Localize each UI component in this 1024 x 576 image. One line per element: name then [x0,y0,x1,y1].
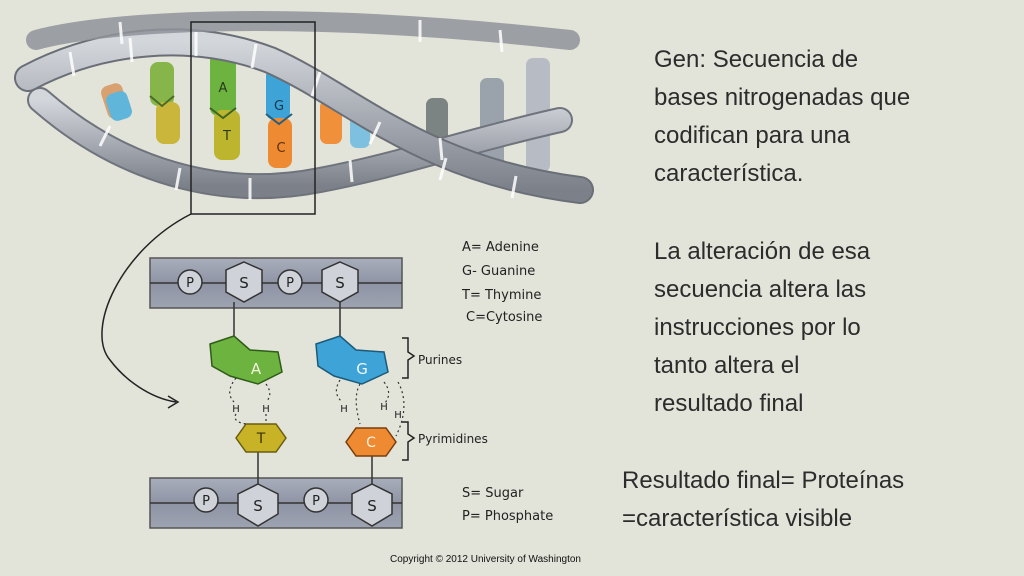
alteration-line: instrucciones por lo [654,314,861,341]
sugar-node-top-1: S [225,261,263,303]
svg-text:A: A [251,360,262,378]
base-bonds [233,302,373,484]
copyright-note: Copyright © 2012 University of Washingto… [390,554,581,565]
alteration-line: resultado final [654,390,804,417]
base-legend: A= Adenine G- Guanine T= Thymine C=Cytos… [461,240,542,325]
svg-text:H: H [380,402,388,413]
svg-text:S: S [335,274,345,292]
svg-text:P: P [186,276,194,291]
gene-definition-line: codifican para una [654,122,851,149]
alteration-line: tanto altera el [654,352,800,379]
zoom-arrow [101,213,192,409]
legend-sugar: S= Sugar [462,486,524,501]
helix-selection-box [190,21,316,215]
result-line: =característica visible [622,505,853,532]
legend-cytosine: C=Cytosine [466,310,542,325]
purines-bracket [402,337,416,379]
svg-text:S: S [239,274,249,292]
svg-text:G: G [356,360,368,378]
purines-label: Purines [418,353,462,367]
svg-text:P: P [286,276,294,291]
svg-text:H: H [340,404,348,415]
double-helix: A T G C [14,11,594,215]
legend-phosphate: P= Phosphate [462,509,553,524]
adenine-base: A [209,335,283,385]
svg-text:S: S [367,497,377,515]
result-line: Resultado final= Proteínas [622,467,905,494]
phosphate-node-bottom-2: P [303,487,329,513]
gene-definition-line: bases nitrogenadas que [654,84,911,111]
helix-letter-g: G [274,99,284,114]
helix-letter-a: A [219,81,228,96]
cytosine-base: C [345,427,397,457]
helix-rungs [101,52,550,174]
legend-adenine: A= Adenine [462,240,539,255]
svg-text:T: T [256,431,266,447]
svg-text:C: C [366,435,376,451]
alteration-paragraph: La alteración de esa secuencia altera la… [654,233,994,423]
backbone-legend: S= Sugar P= Phosphate [462,486,553,524]
pyrimidines-label: Pyrimidines [418,432,488,446]
rung-at [209,52,240,160]
svg-text:H: H [262,404,270,415]
dna-figure: A T G C P S [14,11,594,565]
alteration-line: secuencia altera las [654,276,867,303]
svg-text:S: S [253,497,263,515]
svg-text:H: H [394,410,402,421]
sugar-node-bottom-1: S [237,483,279,527]
rung-green-yellow [149,62,180,144]
svg-text:H: H [232,404,240,415]
gene-definition-line: característica. [654,160,804,187]
svg-text:P: P [312,494,320,509]
result-paragraph: Resultado final= Proteínas =característi… [622,462,1012,538]
hydrogen-bonds-at [229,377,271,425]
svg-text:P: P [202,494,210,509]
detail-diagram: P S P S P S [149,240,581,565]
legend-thymine: T= Thymine [461,288,541,303]
phosphate-node-top-2: P [277,269,303,295]
helix-letter-c: C [276,141,285,156]
hydrogen-bonds-gc [335,379,405,437]
strand-segments [68,20,518,200]
guanine-base: G [315,335,389,385]
gene-definition-line: Gen: Secuencia de [654,46,859,73]
pyrimidines-bracket [402,421,416,461]
thymine-base: T [235,423,287,453]
alteration-line: La alteración de esa [654,238,871,265]
phosphate-node-top-1: P [177,269,203,295]
sugar-node-bottom-2: S [351,483,393,527]
gene-definition: Gen: Secuencia de bases nitrogenadas que… [654,41,994,193]
helix-letter-t: T [222,129,231,144]
phosphate-node-bottom-1: P [193,487,219,513]
rung-blue [101,83,132,121]
legend-guanine: G- Guanine [462,264,535,279]
